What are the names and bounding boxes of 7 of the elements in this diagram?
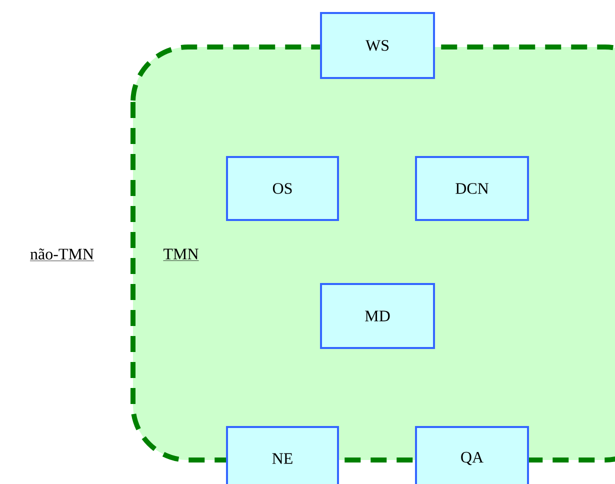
box: NE — [226, 426, 339, 484]
box: MD — [320, 283, 435, 349]
box: QA — [415, 426, 529, 484]
box: OS — [226, 156, 339, 221]
box: WS — [320, 12, 435, 79]
box: DCN — [415, 156, 529, 221]
region-label: não-TMN — [30, 248, 94, 262]
